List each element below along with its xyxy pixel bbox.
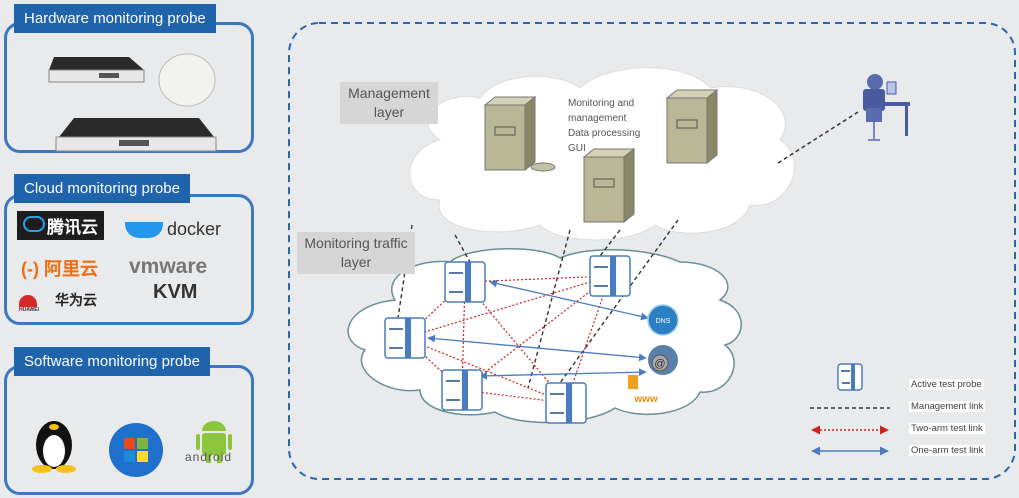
management-layer-label: Management layer [340, 82, 438, 124]
management-link [454, 234, 471, 263]
legend-probe-icon [837, 363, 863, 391]
email-globe-icon: @ [648, 345, 678, 375]
android-label: android [185, 450, 233, 464]
one-arm-link [427, 334, 647, 362]
active-test-probe [444, 261, 486, 303]
traffic-layer-line2: layer [340, 254, 372, 270]
cloud-text-line: Data processing [568, 128, 641, 139]
cloud-probe-panel: 腾讯云 docker (-) 阿里云 vmware 华为云 HUAWEI KVM [4, 194, 254, 325]
management-layer-line1: Management [348, 85, 430, 101]
cloud-function-text: Monitoring and management Data processin… [568, 96, 640, 156]
hardware-probe-title: Hardware monitoring probe [14, 4, 216, 33]
windows-logo-icon [109, 423, 163, 477]
management-link [599, 229, 621, 257]
hardware-probe-panel [4, 22, 254, 153]
cloud-probe-title: Cloud monitoring probe [14, 174, 190, 203]
active-test-probe [441, 369, 483, 411]
huawei-sub-label: HUAWEI [19, 307, 39, 313]
docker-logo: docker [125, 219, 221, 240]
traffic-layer-label: Monitoring traffic layer [297, 232, 415, 274]
legend-label-two-arm: Two-arm test link [909, 423, 985, 434]
one-arm-link [479, 368, 647, 380]
kvm-logo: KVM [153, 281, 198, 303]
operator-at-desk-icon [863, 74, 910, 141]
software-os-icons [32, 421, 232, 477]
software-probe-title: Software monitoring probe [14, 347, 210, 376]
active-test-probe [545, 382, 587, 424]
android-robot-icon [196, 421, 232, 463]
linux-tux-icon [32, 421, 76, 473]
tencent-cloud-logo: 腾讯云 [17, 211, 104, 240]
server-icon [665, 88, 719, 165]
management-link-user [777, 111, 859, 164]
legend-label-management: Management link [909, 401, 986, 412]
dns-globe-icon: DNS [647, 304, 679, 336]
legend-symbols [810, 363, 890, 456]
two-arm-link [564, 275, 612, 404]
www-label: www [633, 394, 658, 405]
one-arm-link [489, 279, 649, 321]
software-probe-panel: android [4, 365, 254, 495]
management-layer-line2: layer [373, 104, 405, 120]
dashed-frame [288, 22, 1016, 480]
legend-label-one-arm: One-arm test link [909, 445, 986, 456]
active-test-probe [384, 317, 426, 359]
server-icon [483, 95, 556, 172]
www-icon: www [628, 375, 658, 405]
traffic-layer-line1: Monitoring traffic [304, 235, 408, 251]
server-icon [582, 147, 636, 224]
aliyun-logo: (-) 阿里云 [21, 259, 98, 279]
cloud-text-line: management [568, 113, 627, 124]
cloud-text-line: Monitoring and [568, 98, 635, 109]
legend-label-probe: Active test probe [909, 379, 984, 390]
svg-text:@: @ [654, 358, 665, 370]
vmware-logo: vmware [129, 255, 208, 278]
two-arm-link [461, 275, 611, 391]
huawei-cloud-logo: 华为云 [19, 290, 97, 310]
dns-label: DNS [656, 318, 671, 325]
hardware-devices-image [48, 53, 217, 152]
active-test-probe [589, 255, 631, 297]
cloud-text-line: GUI [568, 143, 586, 154]
